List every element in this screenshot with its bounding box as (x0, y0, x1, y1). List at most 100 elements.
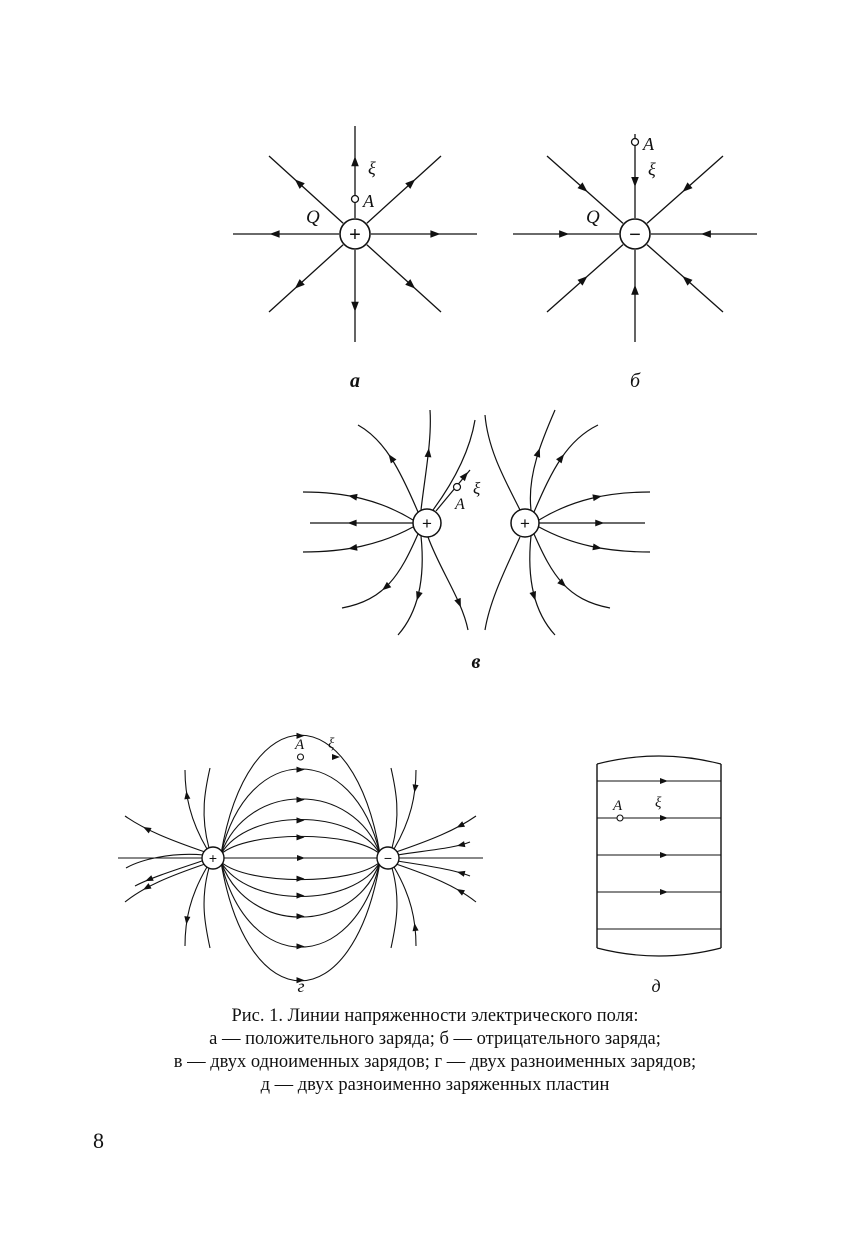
arrow-head (388, 454, 397, 464)
field-line (396, 860, 471, 877)
field-lines (513, 134, 757, 342)
field-line (134, 859, 206, 887)
arrow-head (332, 753, 340, 761)
arrow-head (631, 284, 639, 295)
arrow-head (631, 177, 639, 187)
point-marker (630, 137, 640, 147)
point-marker (350, 194, 360, 204)
arrow-head (296, 766, 305, 773)
arrow-head (416, 590, 423, 601)
arrow-head (296, 977, 305, 984)
field-lines (302, 409, 651, 636)
charge-name: Q (586, 207, 600, 228)
arrow-head (456, 821, 466, 828)
field-line (529, 535, 556, 636)
charge-circle (339, 218, 371, 250)
arrow-head (382, 581, 392, 591)
arrow-head (660, 814, 668, 822)
field-line (203, 867, 211, 949)
figure-label: а (350, 370, 360, 392)
arrow-head (143, 826, 152, 834)
field-lines (233, 126, 477, 342)
figure-label: б (630, 370, 641, 392)
field-label: ξ (473, 479, 481, 498)
field-line (484, 536, 521, 631)
arrow-head (351, 301, 359, 312)
figure-label: г (297, 976, 304, 996)
arrow-head (351, 156, 359, 167)
arrow-head (577, 182, 588, 192)
field-line (393, 866, 417, 947)
arrow-head (456, 870, 466, 877)
charge-circle (619, 218, 651, 250)
charge-sign: − (629, 224, 641, 246)
field-line (366, 155, 442, 224)
arrow-head (700, 230, 711, 238)
field-label: ξ (328, 736, 335, 752)
arrow-head (296, 943, 305, 950)
arrow-head (660, 851, 668, 859)
arrow-head (533, 448, 541, 458)
arrow-head (297, 854, 305, 862)
point-marker (452, 482, 462, 492)
field-line (538, 526, 651, 553)
point-label: A (294, 737, 305, 753)
arrow-head (296, 732, 305, 739)
charge-circle-left (412, 508, 442, 538)
boundary-top (596, 755, 722, 765)
field-line (395, 863, 477, 903)
arrow-head (294, 279, 305, 289)
field-line (203, 767, 211, 849)
arrow-head (660, 888, 668, 896)
point-marker (296, 753, 305, 761)
field-line (268, 155, 344, 224)
field-line (393, 769, 417, 850)
field-line (432, 419, 476, 511)
arrow-head (682, 276, 693, 286)
charge-name: Q (306, 207, 320, 228)
arrow-head (296, 834, 305, 841)
point-label: A (454, 496, 465, 513)
field-line (427, 536, 469, 631)
figure-label: д (651, 976, 660, 996)
arrow-head (269, 230, 280, 238)
arrow-head (592, 543, 602, 551)
point-marker (616, 814, 624, 822)
charge-sign: + (349, 224, 361, 246)
field-label: ξ (368, 158, 376, 178)
arrow-head (556, 454, 565, 464)
field-line (125, 853, 205, 869)
field-line (341, 533, 419, 609)
caption-line-2: а — положительного заряда; б — отрицател… (209, 1029, 661, 1049)
field-line (302, 526, 414, 553)
field-line (484, 414, 521, 511)
arrow-head (595, 519, 605, 527)
arrow-head (296, 875, 305, 882)
arrow-head (296, 817, 305, 824)
arrow-head (405, 279, 416, 289)
charge-sign-right: + (520, 514, 530, 533)
page-number: 8 (93, 1128, 104, 1153)
field-line (396, 841, 471, 856)
arrow-head (456, 841, 466, 848)
arrow-head (430, 230, 441, 238)
field-line (184, 866, 208, 947)
field-line (397, 535, 423, 636)
arrow-head (296, 796, 305, 803)
arrow-head (412, 784, 419, 793)
arrow-head (296, 913, 305, 920)
arrow-head (592, 494, 602, 502)
caption-line-4: д — двух разноименно заряженных пластин (260, 1075, 610, 1095)
arrow-head (454, 597, 461, 608)
arrow-head (660, 777, 668, 785)
field-line (124, 863, 206, 903)
charge-circle-negative (376, 846, 400, 870)
arrow-head (347, 519, 357, 527)
point-label: A (362, 191, 375, 211)
arrow-head (529, 590, 536, 601)
arrow-head (577, 276, 588, 286)
arrow-head (559, 230, 570, 238)
